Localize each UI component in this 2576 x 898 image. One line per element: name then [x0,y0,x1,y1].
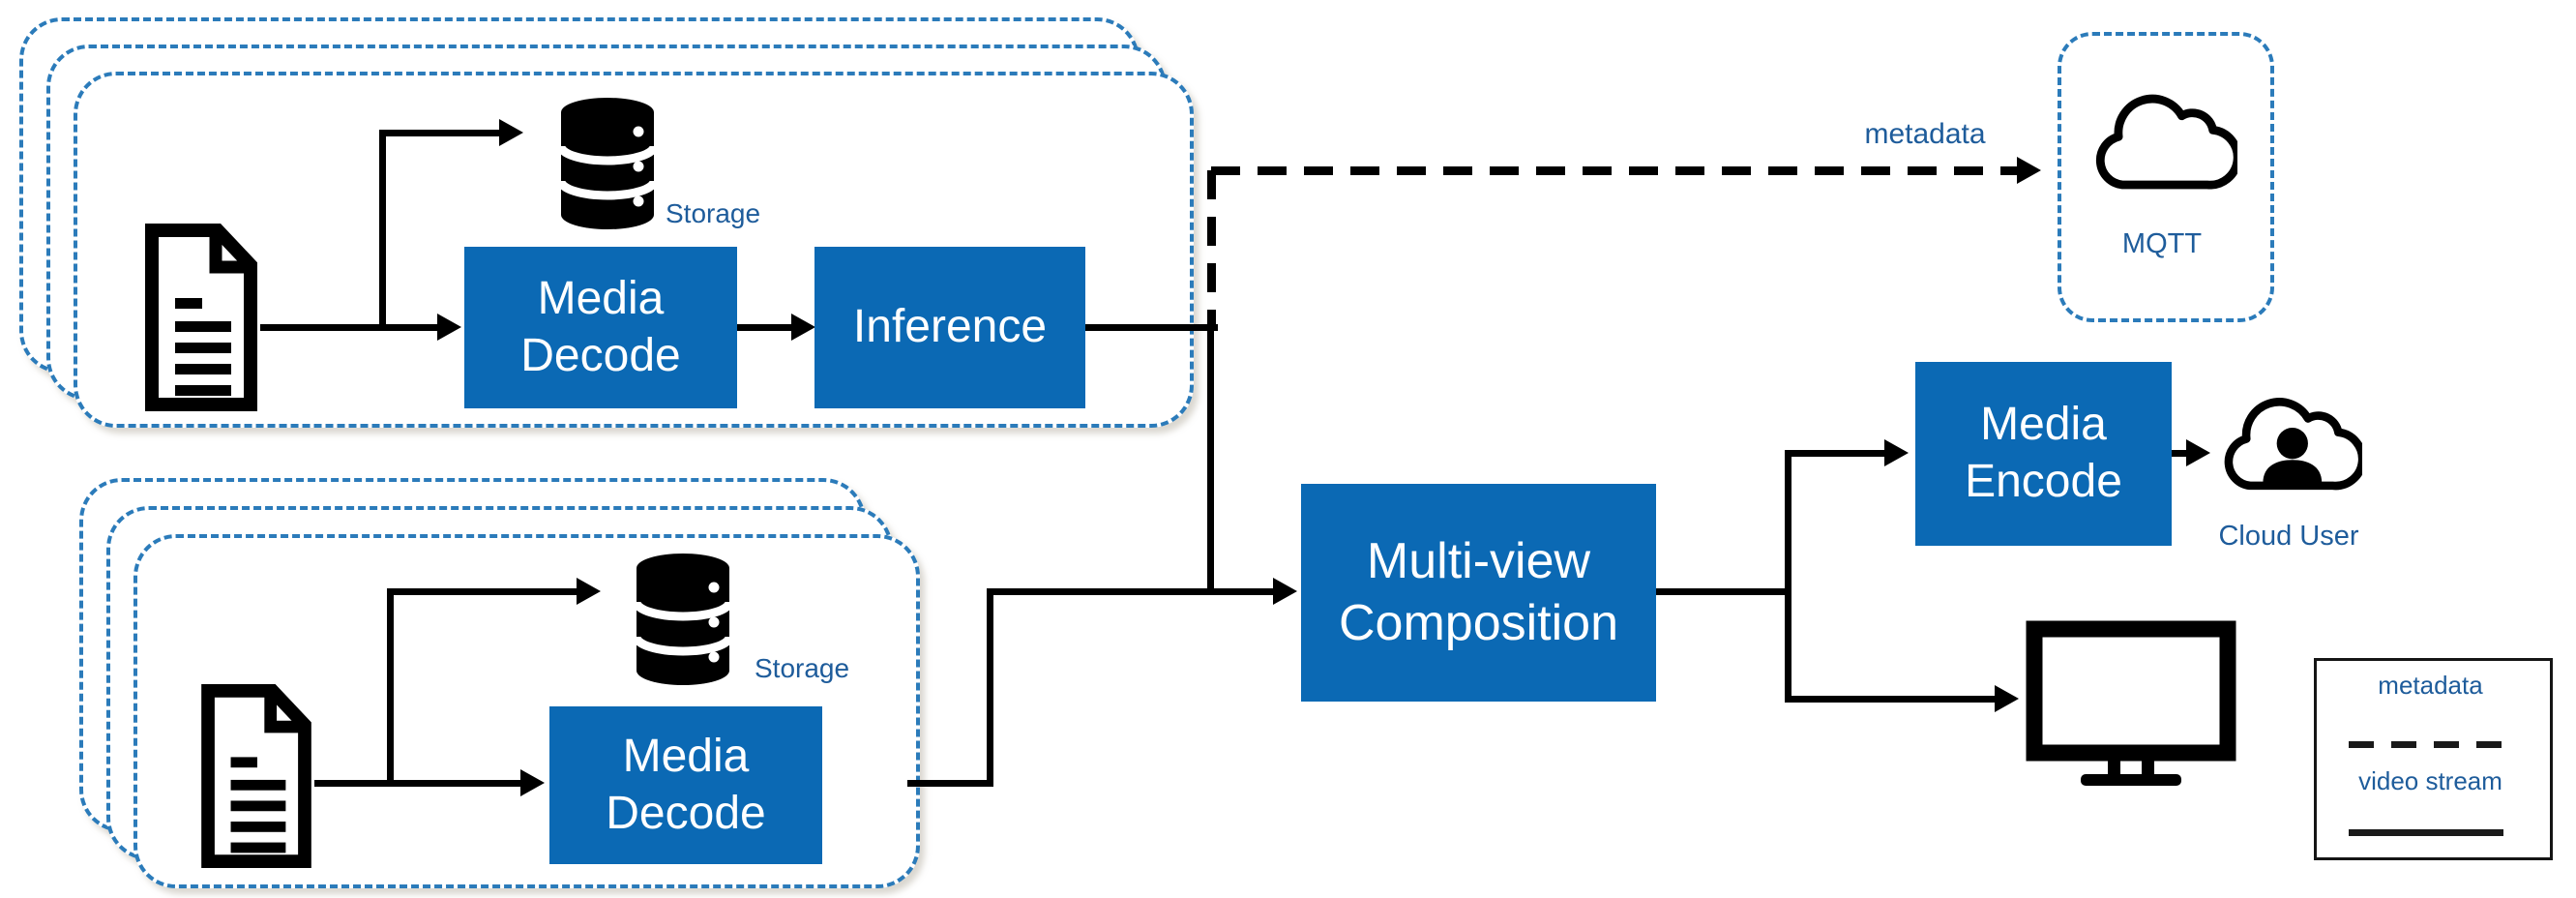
edge-metadata-vertical-dashed [1207,170,1216,327]
edge-to-storage-bottom [387,588,577,595]
edge-inference-down-to-join [1207,327,1214,592]
legend [2314,658,2553,860]
mqtt-label: MQTT [2121,228,2203,259]
cloud-user-icon [2224,398,2362,491]
edge-metadata-horizontal-dashed [1211,166,2017,175]
arrowhead-into-cloud-user [2186,439,2210,466]
storage-database-icon [556,98,659,229]
multiview-composition-box: Multi-view Composition [1301,484,1656,702]
storage-label-bottom: Storage [755,653,850,683]
document-icon [145,224,257,411]
media-decode-box-bottom: Media Decode [549,706,822,864]
edge-doc-to-decode-bottom [314,780,520,787]
edge-inference-out [1085,324,1218,331]
edge-to-storage-top [379,130,499,136]
storage-label-top: Storage [666,198,761,228]
arrowhead-into-storage-top [499,119,523,146]
media-encode-label: Media Encode [1965,399,2122,507]
edge-branch-up-to-storage-top [379,130,386,331]
media-decode-box-top: Media Decode [464,247,737,408]
arrowhead-into-multiview [1273,578,1297,605]
edge-to-media-encode [1785,450,1884,457]
edge-output-branch-vertical [1785,450,1791,703]
edge-bottom-group-out [907,780,993,787]
document-icon [201,683,311,869]
arrowhead-into-mqtt [2017,157,2041,184]
edge-decode-to-inference [737,324,793,331]
arrowhead-into-storage-bottom [577,578,601,605]
monitor-icon [2026,620,2236,786]
edge-multiview-out [1656,588,1791,595]
media-encode-box: Media Encode [1915,362,2172,546]
mqtt-cloud-icon [2095,94,2237,190]
multiview-composition-label: Multi-view Composition [1338,533,1619,651]
arrowhead-into-inference [791,314,815,341]
edge-encode-out [2172,450,2186,457]
legend-metadata-label: metadata [2378,671,2483,700]
legend-dashed-line-sample [2349,741,2503,748]
edge-to-monitor [1785,696,1995,703]
legend-solid-line-sample [2349,829,2503,836]
cloud-user-label: Cloud User [2218,521,2359,552]
media-decode-label-top: Media Decode [520,272,681,381]
media-decode-label-bottom: Media Decode [606,730,766,839]
edge-join-to-multiview [987,588,1273,595]
arrowhead-into-media-encode [1884,439,1909,466]
metadata-edge-label: metadata [1864,118,1986,150]
arrowhead-into-media-decode-bottom [520,769,545,796]
edge-doc-to-decode-top [260,324,437,331]
inference-box: Inference [814,247,1085,408]
edge-branch-up-to-storage-bottom [387,588,394,787]
storage-database-icon [632,554,734,685]
legend-video-stream-label: video stream [2358,766,2502,795]
inference-label: Inference [852,301,1048,353]
arrowhead-into-media-decode-top [437,314,461,341]
edge-bottom-group-up [987,588,993,787]
arrowhead-into-monitor [1995,685,2019,712]
